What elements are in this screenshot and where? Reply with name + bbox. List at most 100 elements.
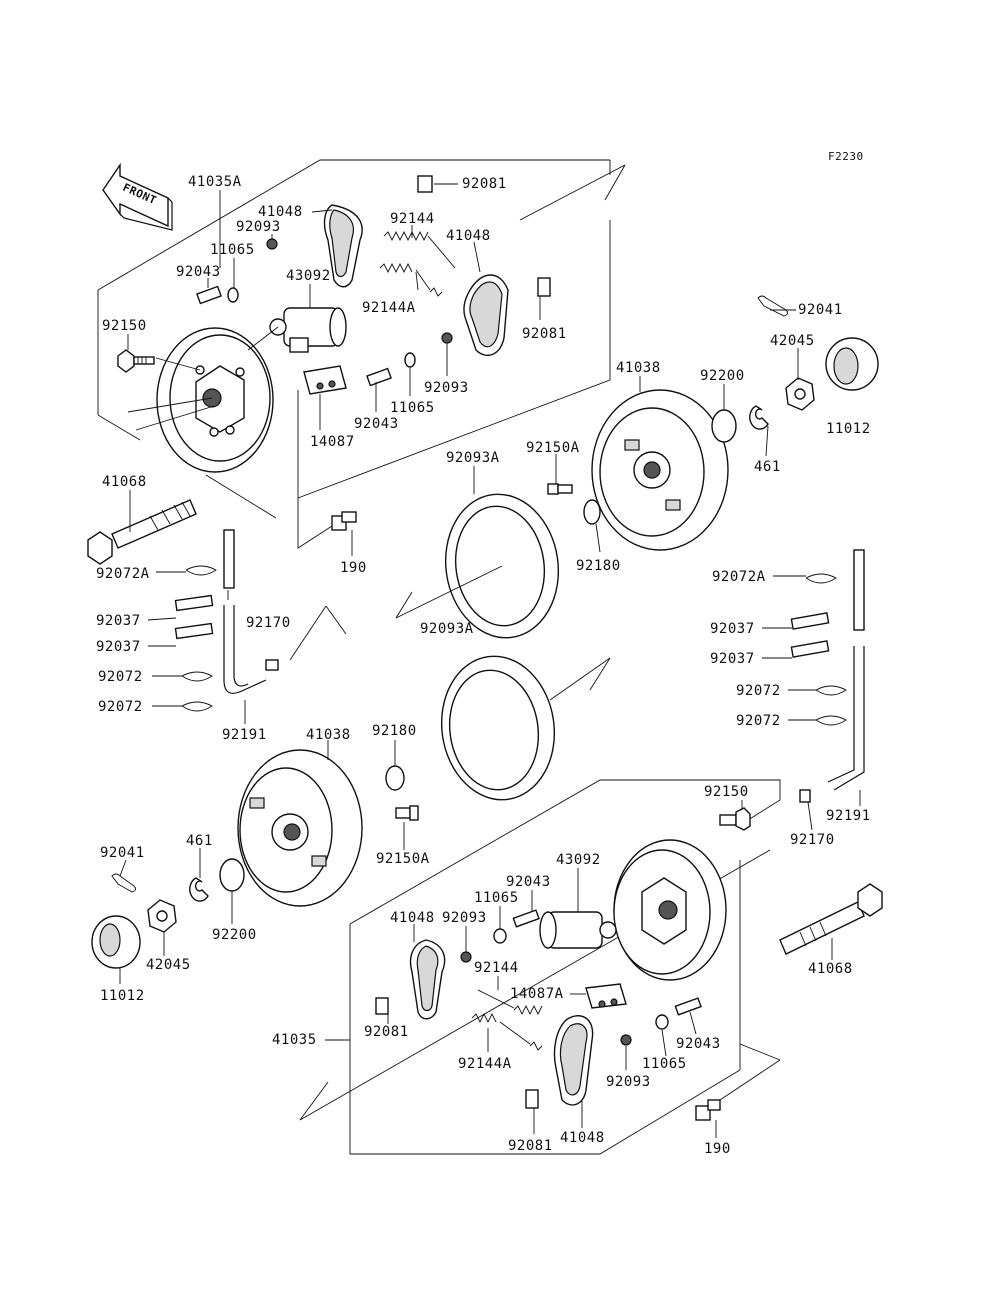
label-92072-d: 92072	[736, 713, 781, 729]
washer-11065-bottom-1	[493, 928, 507, 944]
plate-92037-right-1	[790, 612, 830, 630]
label-41068-a: 41068	[102, 474, 147, 490]
bolt-92150-bottom	[719, 807, 751, 831]
bolt-92150A-top	[547, 483, 573, 495]
label-11065-d: 11065	[642, 1056, 687, 1072]
seal-92093A-top	[395, 493, 560, 639]
brake-shoe-top-1	[323, 204, 363, 288]
label-92150A-a: 92150A	[526, 440, 580, 456]
label-41048-c: 41048	[390, 910, 435, 926]
leader-lines	[119, 183, 861, 1138]
label-92170-b: 92170	[790, 832, 835, 848]
label-92180-b: 92180	[372, 723, 417, 739]
label-190-b: 190	[704, 1141, 731, 1157]
label-11065-b: 11065	[390, 400, 435, 416]
label-42045-b: 42045	[146, 957, 191, 973]
label-92150-b: 92150	[704, 784, 749, 800]
clamp-92072-left-1	[181, 671, 213, 682]
clamp-92072-right-2	[815, 715, 847, 726]
spring-92144A-top	[379, 262, 443, 297]
label-92150-a: 92150	[102, 318, 147, 334]
label-11065-a: 11065	[210, 242, 255, 258]
plate-14087A	[585, 983, 627, 1009]
clamp-92072-left-2	[181, 701, 213, 712]
clamp-92072-right-1	[815, 685, 847, 696]
label-92037-c: 92037	[710, 621, 755, 637]
label-461-b: 461	[186, 833, 213, 849]
label-41048-b: 41048	[446, 228, 491, 244]
label-92072-b: 92072	[98, 699, 143, 715]
label-92170-a: 92170	[246, 615, 291, 631]
drum-41038-bottom	[237, 749, 363, 907]
spring-92144A-bottom	[471, 1012, 543, 1051]
label-190-a: 190	[340, 560, 367, 576]
brake-shoe-bottom-2	[553, 1015, 594, 1106]
label-92072A-a: 92072A	[96, 566, 150, 582]
figure-code: F2230	[828, 150, 864, 163]
clip-92081-bottom-2	[525, 1089, 539, 1109]
label-92093A-b: 92093A	[420, 621, 474, 637]
label-92180-a: 92180	[576, 558, 621, 574]
label-92043-d: 92043	[676, 1036, 721, 1052]
label-92093-d: 92093	[606, 1074, 651, 1090]
clip-92081-top-1	[417, 175, 433, 193]
label-92144-a: 92144	[390, 211, 435, 227]
label-92081-a: 92081	[462, 176, 507, 192]
spring-92144-bottom	[477, 989, 543, 1016]
label-41035: 41035	[272, 1032, 317, 1048]
label-92037-a: 92037	[96, 613, 141, 629]
assembly-box-41035	[299, 779, 781, 1155]
drum-41038-top	[591, 389, 729, 551]
label-92144-b: 92144	[474, 960, 519, 976]
label-92043-c: 92043	[506, 874, 551, 890]
label-92043-b: 92043	[354, 416, 399, 432]
pin-92043-top-2	[366, 367, 392, 387]
label-41038-a: 41038	[616, 360, 661, 376]
axle-41068-bottom	[779, 883, 883, 955]
pin-92043-bottom-2	[674, 997, 702, 1016]
label-92043-a: 92043	[176, 264, 221, 280]
brake-panel-left	[127, 327, 274, 473]
label-92191-a: 92191	[222, 727, 267, 743]
label-92041-a: 92041	[798, 302, 843, 318]
cap-11012-top	[825, 337, 879, 391]
label-41035A: 41035A	[188, 174, 242, 190]
label-41038-b: 41038	[306, 727, 351, 743]
label-92144A-a: 92144A	[362, 300, 416, 316]
brake-panel-right	[613, 839, 727, 981]
label-14087: 14087	[310, 434, 355, 450]
label-92081-d: 92081	[508, 1138, 553, 1154]
label-92093-c: 92093	[442, 910, 487, 926]
clamp-92072A-right	[805, 573, 837, 584]
cable-92191-right	[827, 549, 865, 791]
oring-92180-top	[583, 499, 601, 525]
cable-92191-left	[223, 529, 267, 694]
wheel-cylinder-top	[247, 307, 347, 353]
washer-92200-top	[711, 409, 737, 443]
label-92072-a: 92072	[98, 669, 143, 685]
washer-461-bottom	[189, 877, 209, 902]
label-11012-b: 11012	[100, 988, 145, 1004]
label-41048-a: 41048	[258, 204, 303, 220]
label-42045-a: 42045	[770, 333, 815, 349]
label-92093-a: 92093	[236, 219, 281, 235]
wheel-cylinder-bottom	[539, 911, 617, 949]
plate-14087	[303, 365, 347, 395]
front-arrow-icon: FRONT	[102, 162, 173, 231]
washer-11065-bottom-2	[655, 1014, 669, 1030]
bushing-92093-bottom-1	[460, 951, 472, 963]
label-11065-c: 11065	[474, 890, 519, 906]
pin-92043-bottom-1	[512, 909, 540, 928]
nut-42045-top	[785, 377, 815, 411]
clip-92170-right	[799, 789, 811, 803]
label-92150A-b: 92150A	[376, 851, 430, 867]
brake-shoe-top-2	[463, 274, 509, 357]
plate-92037-right-2	[790, 640, 830, 658]
axle-41068-top	[87, 499, 197, 565]
plate-92037-left-1	[174, 594, 214, 612]
label-92081-b: 92081	[522, 326, 567, 342]
label-11012-a: 11012	[826, 421, 871, 437]
clip-92081-top-2	[537, 277, 551, 297]
clamp-92072A-left	[185, 565, 217, 576]
